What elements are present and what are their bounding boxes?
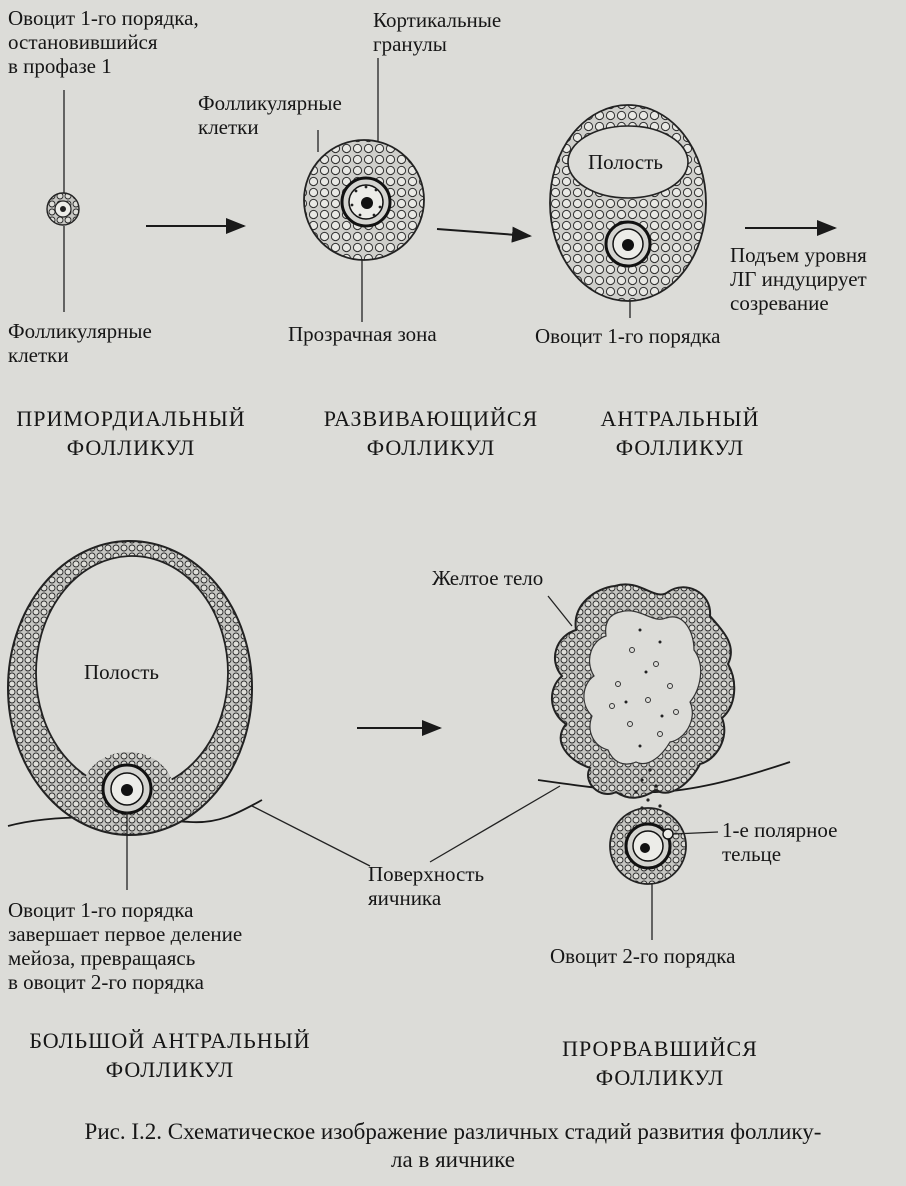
primordial-follicle [46,90,80,312]
developing-follicle [303,58,425,322]
primordial-nucleus [60,206,66,212]
antral-follicle [549,104,707,318]
stage-antral: АНТРАЛЬНЫЙ ФОЛЛИКУЛ [600,406,760,460]
released-cells [609,647,679,737]
arrow-2 [436,226,532,243]
leader-polar-body [673,831,719,835]
caption-line-2: ла в яичнике [391,1147,515,1172]
label-cavity-antral: Полость [588,150,663,174]
large-antral-nucleus [121,784,133,796]
label-cavity-large-antral: Полость [84,660,159,684]
developing-nucleus [361,197,373,209]
label-oocyte-2nd-order: Овоцит 2-го порядка [550,944,736,968]
label-cortical-granules: Кортикальные гранулы [373,8,502,56]
polar-body [662,828,674,840]
label-follicular-cells-bottom: Фолликулярные клетки [8,319,152,367]
ovulated-nucleus [640,843,650,853]
label-oocyte-1st-order: Овоцит 1-го порядка [535,324,721,348]
stage-developing: РАЗВИВАЮЩИЙСЯ ФОЛЛИКУЛ [323,406,539,460]
label-oocyte-prophase: Овоцит 1-го порядка, остановившийся в пр… [8,6,199,78]
caption-line-1: Рис. I.2. Схематическое изображение разл… [84,1119,822,1144]
label-oocyte-meiosis: Овоцит 1-го порядка завершает первое дел… [8,898,243,994]
developing-cortical-granules [350,185,382,217]
antral-nucleus [622,239,634,251]
corpus-luteum-cavity [583,610,702,765]
label-zona-pellucida: Прозрачная зона [288,322,437,346]
leader-corpus-luteum [547,595,573,627]
large-antral-follicle [7,540,263,890]
ruptured-follicle [537,583,791,940]
stage-primordial: ПРИМОРДИАЛЬНЫЙ ФОЛЛИКУЛ [16,406,246,460]
label-ovary-surface: Поверхность яичника [368,862,485,910]
stage-large-antral: БОЛЬШОЙ АНТРАЛЬНЫЙ ФОЛЛИКУЛ [29,1028,311,1082]
antral-cavity [567,125,689,199]
label-follicular-cells-top: Фолликулярные клетки [198,91,342,139]
label-corpus-luteum: Желтое тело [432,566,544,590]
stage-ruptured: ПРОРВАВШИЙСЯ ФОЛЛИКУЛ [562,1036,758,1090]
leaders-ovary-surface [251,785,561,867]
figure-caption: Рис. I.2. Схематическое изображение разл… [0,1118,906,1174]
label-polar-body: 1-е полярное тельце [722,818,838,866]
label-lh-surge: Подъем уровня ЛГ индуцирует созревание [730,243,867,315]
